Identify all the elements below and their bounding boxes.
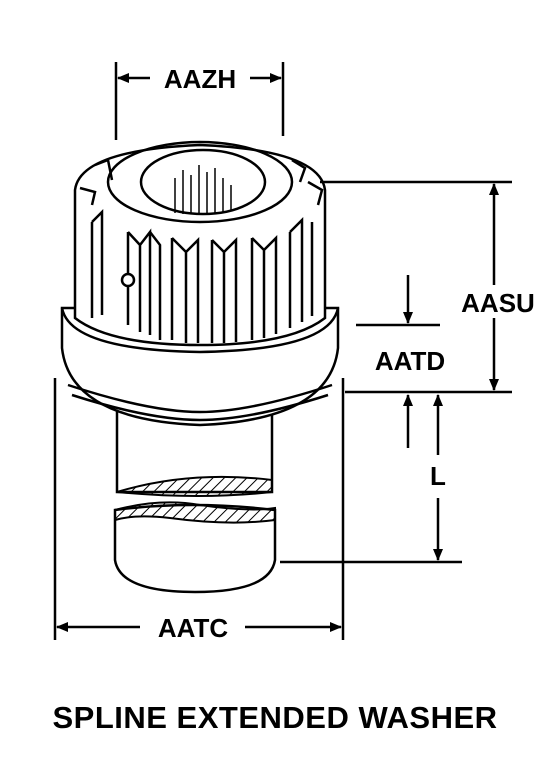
shank: [113, 408, 277, 594]
dim-label-aasu: AASU: [461, 288, 535, 318]
figure-title: SPLINE EXTENDED WASHER: [52, 700, 498, 735]
dim-label-aatc: AATC: [158, 613, 229, 643]
spline-head: [73, 140, 327, 347]
break-hatch-lower: [114, 501, 276, 524]
dim-label-aazh: AAZH: [164, 64, 236, 94]
external-teeth: [90, 208, 314, 343]
dim-label-l: L: [430, 461, 446, 491]
side-hole: [120, 272, 136, 288]
dim-label-aatd: AATD: [375, 346, 445, 376]
dim-aatd: AATD: [356, 275, 445, 448]
break-hatch-upper: [116, 475, 273, 497]
washer-drawing: AAZH AASU AATD L AATC: [53, 62, 535, 643]
internal-spline: [174, 165, 232, 214]
dim-aazh: AAZH: [114, 62, 285, 140]
dim-aatc: AATC: [53, 378, 345, 643]
top-notches: [79, 158, 324, 206]
dim-l: L: [280, 394, 462, 564]
dim-aasu: AASU: [320, 180, 535, 394]
